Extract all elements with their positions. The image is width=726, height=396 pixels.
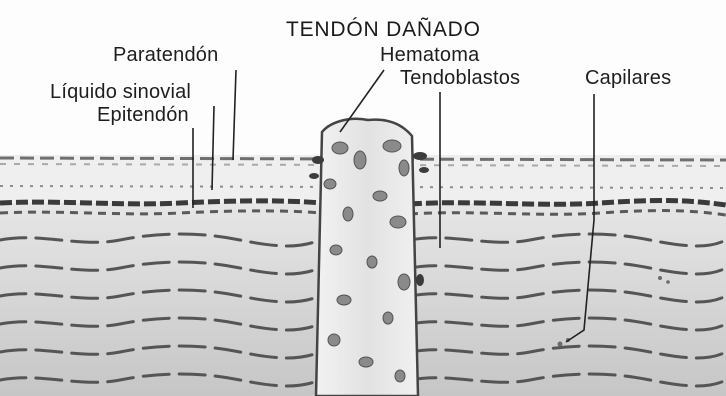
label-tendoblastos: Tendoblastos (400, 68, 520, 88)
paratendon-leader (233, 70, 236, 160)
diagram-title: TENDÓN DAÑADO (286, 19, 481, 40)
label-liquido-sinovial: Líquido sinovial (50, 82, 191, 102)
label-epitendon: Epitendón (97, 105, 189, 125)
label-capilares: Capilares (585, 68, 671, 88)
label-hematoma: Hematoma (380, 45, 479, 65)
label-paratendon: Paratendón (113, 45, 218, 65)
